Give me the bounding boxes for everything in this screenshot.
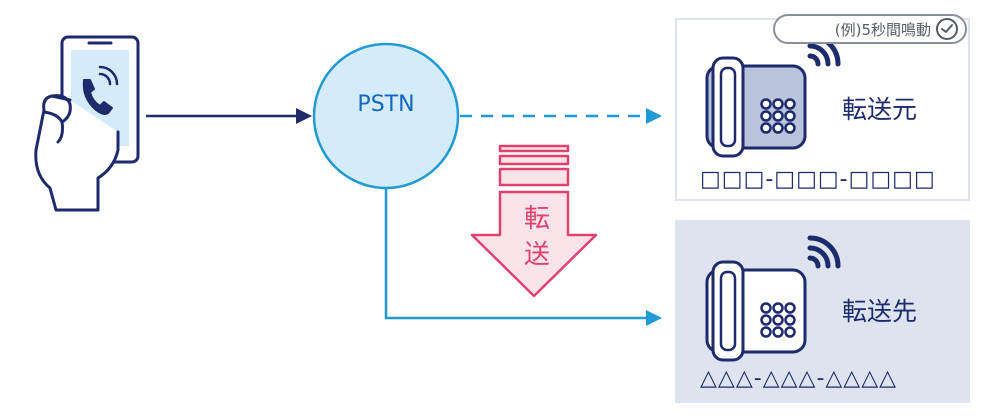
destination-label: 転送先 — [842, 297, 918, 326]
transfer-char-2: 送 — [523, 240, 550, 270]
dashed-arrowhead — [646, 108, 662, 124]
transfer-down-arrow — [470, 144, 598, 298]
source-label: 転送元 — [842, 95, 918, 124]
ring-duration-text: (例)5秒間鳴動 — [834, 20, 931, 39]
destination-arrowhead — [646, 310, 662, 326]
arrow-to-destination — [384, 188, 648, 320]
desk-phone-icon — [705, 56, 807, 158]
call-arrowhead — [296, 108, 312, 124]
pstn-label: PSTN — [357, 92, 415, 117]
smartphone-hand-icon — [34, 35, 140, 212]
clock-check-icon — [936, 18, 958, 40]
source-number: □□□-□□□-□□□□ — [700, 167, 936, 192]
ringing-waves-icon — [807, 235, 841, 269]
ring-duration-badge: (例)5秒間鳴動 — [773, 14, 967, 44]
destination-number: △△△-△△△-△△△△ — [700, 366, 898, 391]
desk-phone-icon — [705, 260, 807, 362]
transfer-char-1: 転 — [523, 204, 550, 234]
